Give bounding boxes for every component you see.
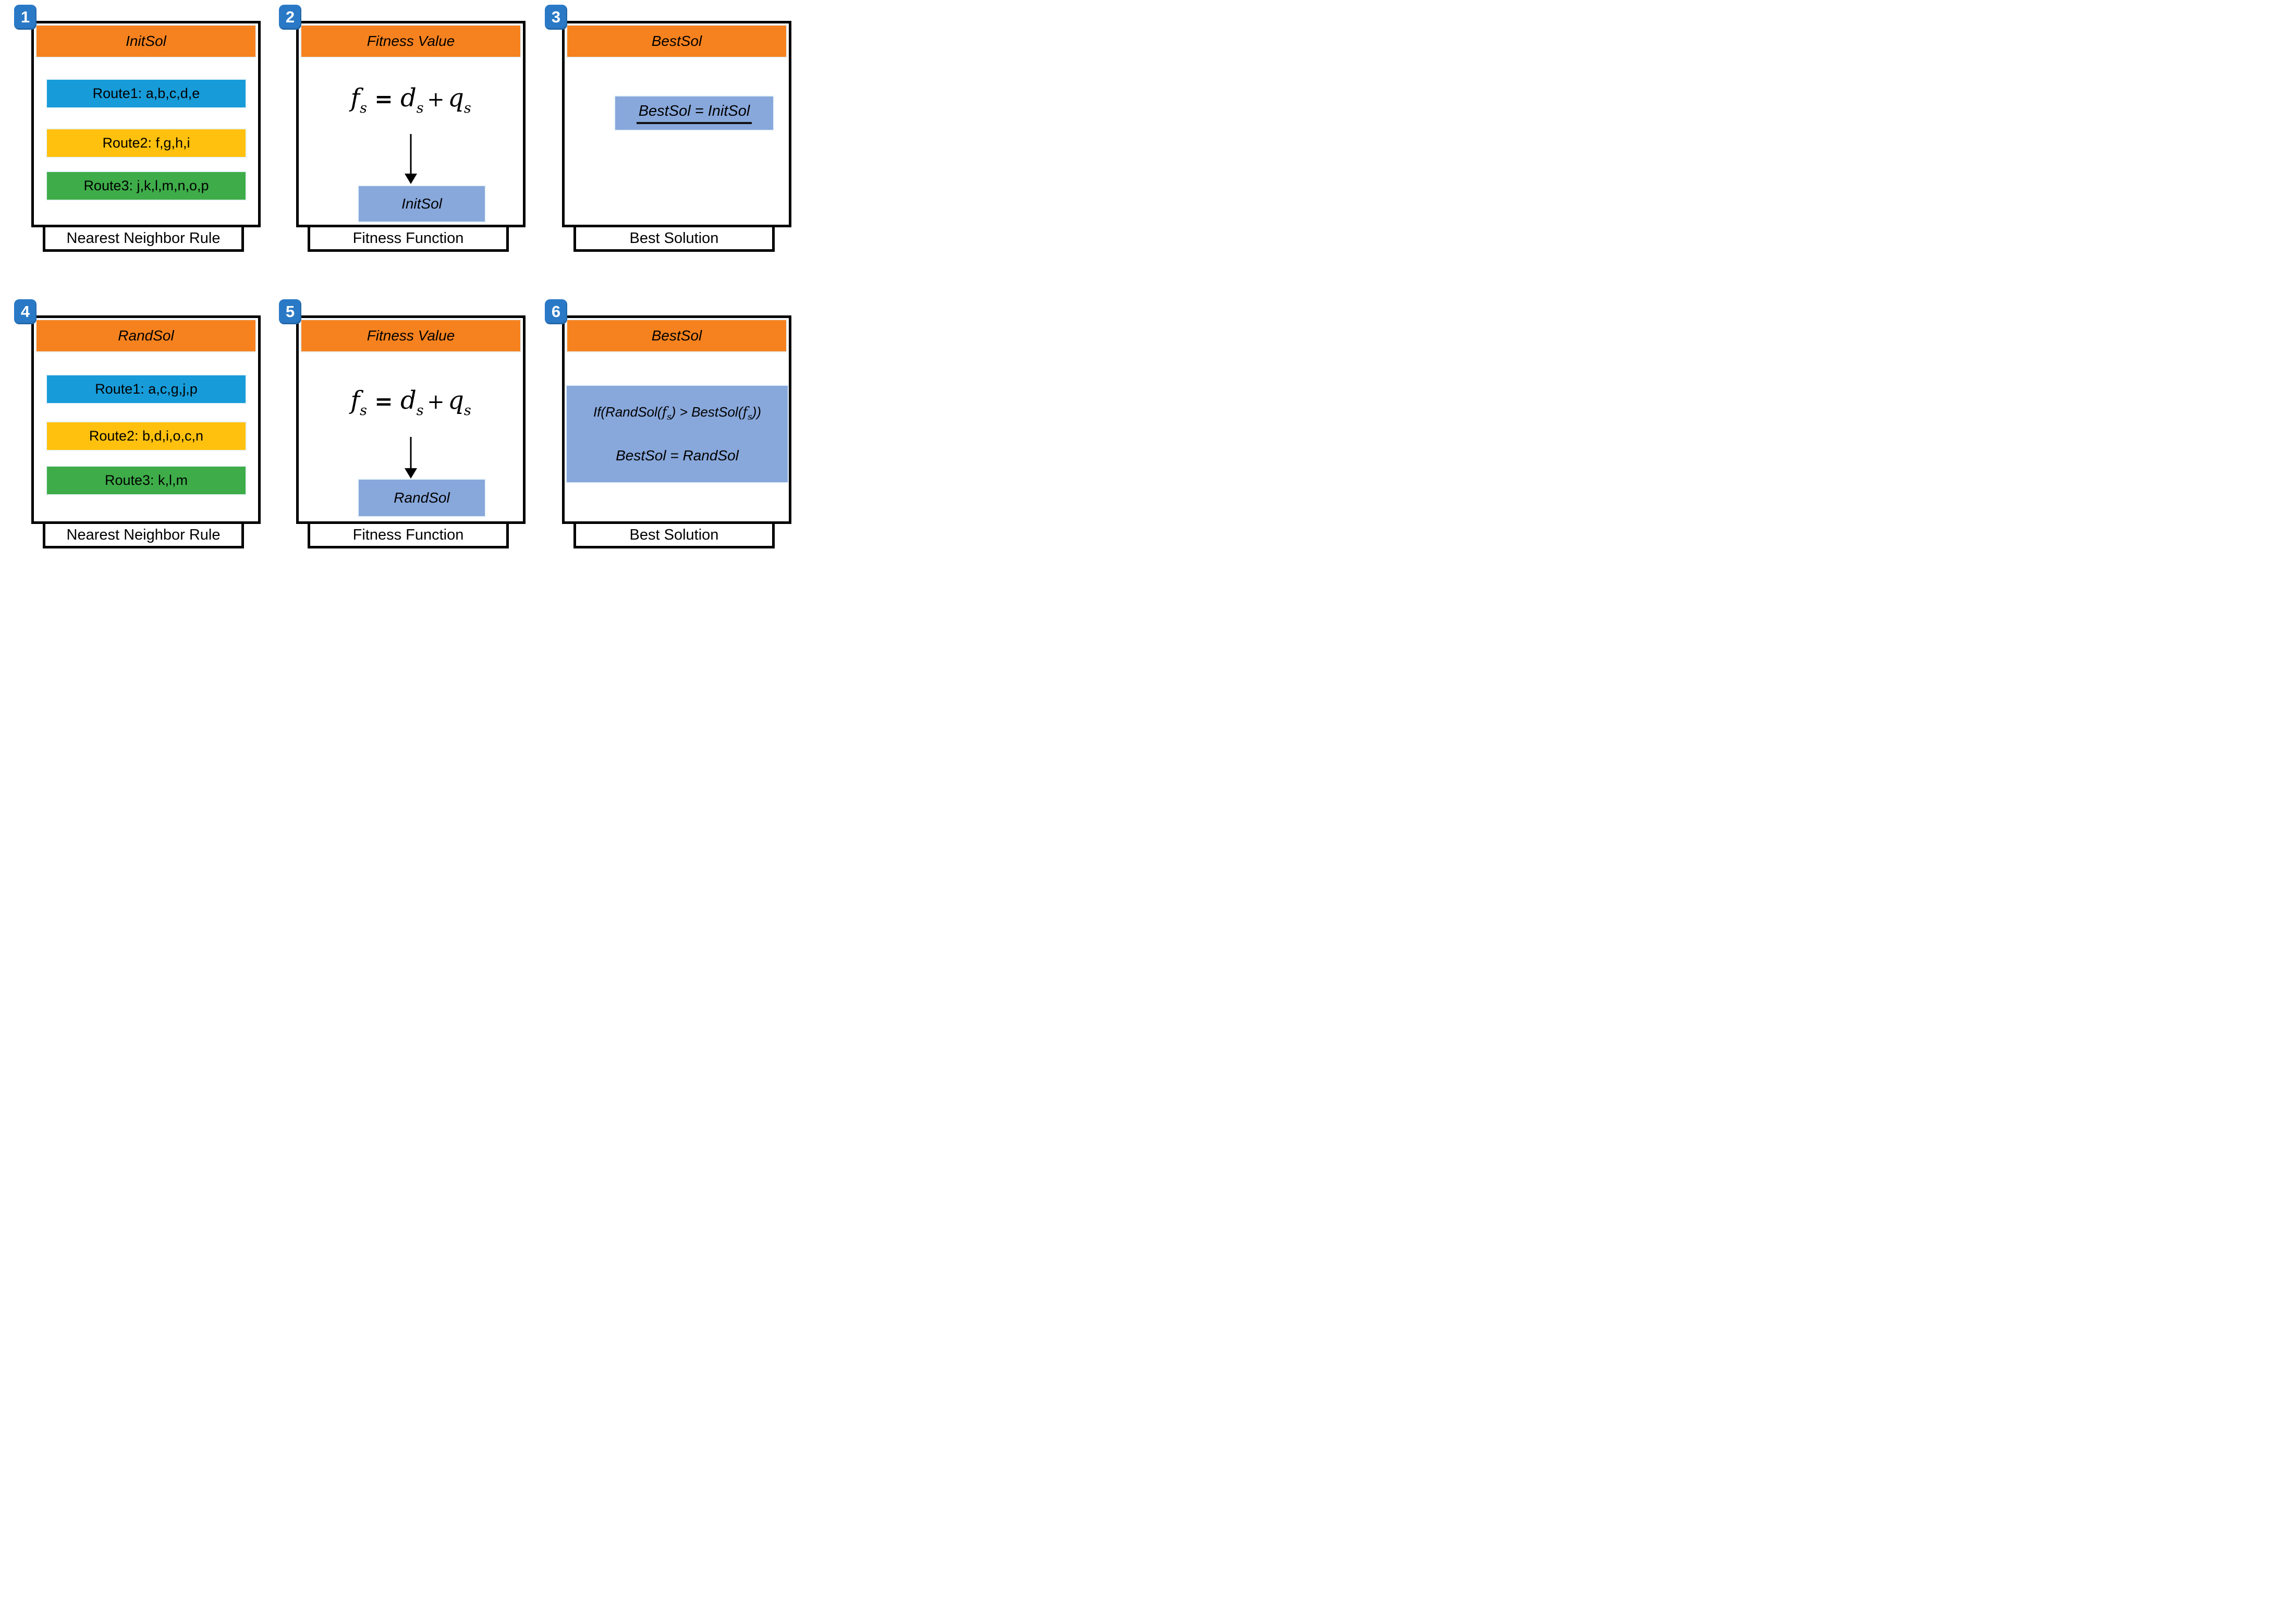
route-label: Route2: f,g,h,i (102, 135, 190, 151)
route-label: Route1: a,c,g,j,p (95, 381, 198, 397)
panel-6-number: 6 (551, 302, 561, 321)
panel-2-box: Fitness Value fs = ds + qs InitSol (296, 21, 526, 227)
panel-4-header: RandSol (36, 320, 255, 351)
formula-q: q (448, 386, 464, 415)
formula-sub: s (360, 402, 367, 419)
formula-sub: s (416, 100, 424, 117)
formula-sub: s (667, 411, 671, 422)
panel-5-footer-label: Fitness Function (352, 526, 464, 543)
down-arrow-icon (405, 468, 417, 479)
panel-5-footer: Fitness Function (308, 521, 509, 548)
fitness-formula: fs = ds + qs (299, 83, 523, 116)
panel-2-result-box: InitSol (359, 186, 485, 222)
panel-2-result-label: InitSol (401, 196, 442, 212)
panel-3-box: BestSol BestSol = InitSol (562, 21, 791, 227)
panel-4-number-badge: 4 (14, 299, 36, 324)
panel-5-header: Fitness Value (301, 320, 520, 351)
formula-sub: s (463, 100, 471, 117)
panel-4-footer-label: Nearest Neighbor Rule (66, 526, 221, 543)
panel-1: 1 InitSol Route1: a,b,c,d,e Route2: f,g,… (14, 5, 261, 252)
panel-3-footer: Best Solution (573, 225, 775, 252)
formula-q: q (448, 83, 464, 113)
panel-3: 3 BestSol BestSol = InitSol Best Solutio… (545, 5, 791, 252)
panel-4-route-1: Route1: a,c,g,j,p (47, 375, 246, 403)
panel-2-number: 2 (285, 8, 295, 26)
panel-1-number-badge: 1 (14, 5, 36, 30)
panel-2: 2 Fitness Value fs = ds + qs InitSol Fit… (279, 5, 526, 252)
formula-equals: = (374, 388, 393, 414)
panel-4-route-3: Route3: k,l,m (47, 467, 246, 494)
formula-sub: s (416, 402, 424, 419)
panel-6-condition-line2: BestSol = RandSol (616, 447, 739, 464)
panel-6-condition-box: If(RandSol(fs) > BestSol(fs)) BestSol = … (567, 386, 788, 482)
panel-5-box: Fitness Value fs = ds + qs RandSol (296, 315, 526, 524)
formula-f: f (662, 404, 667, 420)
panel-2-footer-label: Fitness Function (352, 229, 464, 247)
formula-f: f (350, 83, 360, 113)
condition-post: )) (752, 404, 762, 420)
panel-4-header-label: RandSol (118, 327, 174, 344)
formula-d: d (400, 83, 417, 113)
formula-f: f (350, 386, 360, 415)
fitness-formula: fs = ds + qs (299, 386, 523, 419)
formula-sub: s (360, 100, 367, 117)
panel-1-route-2: Route2: f,g,h,i (47, 129, 246, 157)
panel-6-header: BestSol (567, 320, 786, 351)
formula-f: f (742, 404, 748, 420)
algorithm-diagram: 1 InitSol Route1: a,b,c,d,e Route2: f,g,… (0, 0, 805, 561)
panel-3-header: BestSol (567, 26, 786, 57)
panel-1-footer-label: Nearest Neighbor Rule (66, 229, 221, 247)
panel-5: 5 Fitness Value fs = ds + qs RandSol Fit… (279, 299, 526, 548)
panel-6-box: BestSol If(RandSol(fs) > BestSol(fs)) Be… (562, 315, 791, 524)
panel-4-footer: Nearest Neighbor Rule (43, 521, 244, 548)
panel-5-result-label: RandSol (394, 490, 450, 506)
panel-6-condition-line1: If(RandSol(fs) > BestSol(fs)) (593, 404, 761, 422)
panel-6-footer-label: Best Solution (629, 526, 719, 543)
panel-3-header-label: BestSol (651, 33, 702, 49)
panel-1-footer: Nearest Neighbor Rule (43, 225, 244, 252)
panel-3-footer-label: Best Solution (629, 229, 719, 247)
condition-mid: ) > BestSol( (671, 404, 743, 420)
panel-2-footer: Fitness Function (308, 225, 509, 252)
down-arrow-line (410, 134, 412, 175)
route-label: Route1: a,b,c,d,e (92, 86, 200, 101)
panel-2-header: Fitness Value (301, 26, 520, 57)
route-label: Route2: b,d,i,o,c,n (89, 428, 204, 444)
panel-1-header: InitSol (36, 26, 255, 57)
formula-plus: + (427, 88, 445, 112)
panel-2-number-badge: 2 (279, 5, 301, 30)
panel-6-header-label: BestSol (651, 327, 702, 344)
formula-sub: s (747, 411, 752, 422)
panel-4-route-2: Route2: b,d,i,o,c,n (47, 422, 246, 450)
panel-2-header-label: Fitness Value (367, 33, 455, 49)
condition-pre: If(RandSol( (593, 404, 662, 420)
panel-3-assignment-text: BestSol = InitSol (636, 103, 752, 124)
panel-5-header-label: Fitness Value (367, 327, 455, 344)
panel-6: 6 BestSol If(RandSol(fs) > BestSol(fs)) … (545, 299, 791, 548)
route-label: Route3: j,k,l,m,n,o,p (83, 178, 209, 193)
panel-1-number: 1 (20, 8, 30, 26)
panel-6-number-badge: 6 (545, 299, 567, 324)
panel-1-box: InitSol Route1: a,b,c,d,e Route2: f,g,h,… (31, 21, 261, 227)
panel-5-number: 5 (285, 302, 295, 321)
panel-4-box: RandSol Route1: a,c,g,j,p Route2: b,d,i,… (31, 315, 261, 524)
panel-3-assignment-box: BestSol = InitSol (615, 96, 773, 130)
down-arrow-line (410, 437, 412, 469)
panel-1-route-1: Route1: a,b,c,d,e (47, 80, 246, 107)
panel-4: 4 RandSol Route1: a,c,g,j,p Route2: b,d,… (14, 299, 261, 548)
route-label: Route3: k,l,m (104, 472, 188, 488)
formula-equals: = (374, 86, 393, 112)
formula-plus: + (427, 390, 445, 414)
panel-5-number-badge: 5 (279, 299, 301, 324)
panel-1-route-3: Route3: j,k,l,m,n,o,p (47, 172, 246, 200)
panel-3-number: 3 (551, 8, 561, 26)
panel-4-number: 4 (20, 302, 30, 321)
panel-5-result-box: RandSol (359, 480, 485, 516)
down-arrow-icon (405, 174, 417, 184)
panel-6-footer: Best Solution (573, 521, 775, 548)
panel-3-number-badge: 3 (545, 5, 567, 30)
formula-sub: s (463, 402, 471, 419)
formula-d: d (400, 386, 417, 415)
panel-1-header-label: InitSol (126, 33, 166, 49)
